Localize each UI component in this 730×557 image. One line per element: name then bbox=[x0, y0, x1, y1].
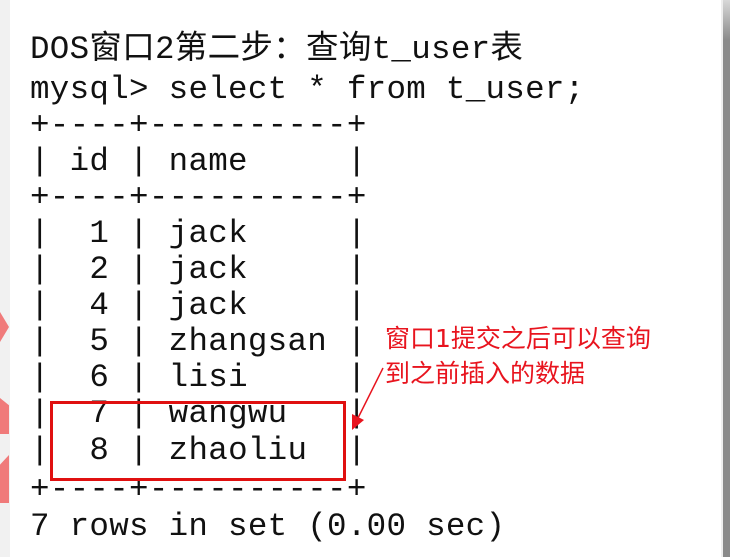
cell-name: zhaoliu bbox=[168, 432, 308, 469]
result-footer: 7 rows in set (0.00 sec) bbox=[30, 508, 506, 545]
column-header-id: id bbox=[69, 143, 110, 180]
sql-command: select * from t_user; bbox=[168, 71, 585, 108]
cell-id: 1 bbox=[89, 215, 110, 252]
table-row: | 8 | zhaoliu | bbox=[30, 432, 367, 469]
annotation-line-2: 到之前插入的数据 bbox=[385, 359, 586, 388]
table-border-header: +----+----------+ bbox=[30, 179, 367, 216]
decorative-shape bbox=[0, 312, 9, 342]
cell-name: jack bbox=[168, 287, 248, 324]
scrollbar-track-edge bbox=[721, 0, 723, 557]
table-header-row: | id | name | bbox=[30, 143, 367, 180]
cell-id: 2 bbox=[89, 251, 110, 288]
highlight-box-new-rows bbox=[50, 401, 346, 481]
column-header-name: name bbox=[168, 143, 248, 180]
command-line: mysql> select * from t_user; bbox=[30, 72, 585, 108]
table-border-top: +----+----------+ bbox=[30, 107, 367, 144]
decorative-shape bbox=[0, 455, 9, 503]
vertical-scrollbar[interactable] bbox=[723, 0, 730, 557]
cell-id: 4 bbox=[89, 287, 110, 324]
left-window-edge bbox=[0, 0, 10, 557]
decorative-shape bbox=[0, 398, 9, 434]
cell-name: zhangsan bbox=[168, 323, 328, 360]
annotation-line-1: 窗口1提交之后可以查询 bbox=[385, 324, 651, 353]
table-row: | 5 | zhangsan | bbox=[30, 323, 367, 360]
window-title: DOS窗口2第二步：查询t_user表 bbox=[30, 31, 524, 68]
cell-id: 8 bbox=[89, 432, 110, 469]
cell-name: jack bbox=[168, 251, 248, 288]
cell-name: jack bbox=[168, 215, 248, 252]
table-row: | 1 | jack | bbox=[30, 215, 367, 252]
table-row: | 7 | wangwu | bbox=[30, 395, 367, 432]
cell-id: 5 bbox=[89, 323, 110, 360]
table-row: | 4 | jack | bbox=[30, 287, 367, 324]
table-border-bottom: +----+----------+ bbox=[30, 471, 367, 508]
cell-name: lisi bbox=[168, 359, 248, 396]
prompt: mysql> bbox=[30, 71, 149, 108]
cell-id: 6 bbox=[89, 359, 110, 396]
cell-id: 7 bbox=[89, 395, 110, 432]
table-row: | 6 | lisi | bbox=[30, 359, 367, 396]
table-row: | 2 | jack | bbox=[30, 251, 367, 288]
